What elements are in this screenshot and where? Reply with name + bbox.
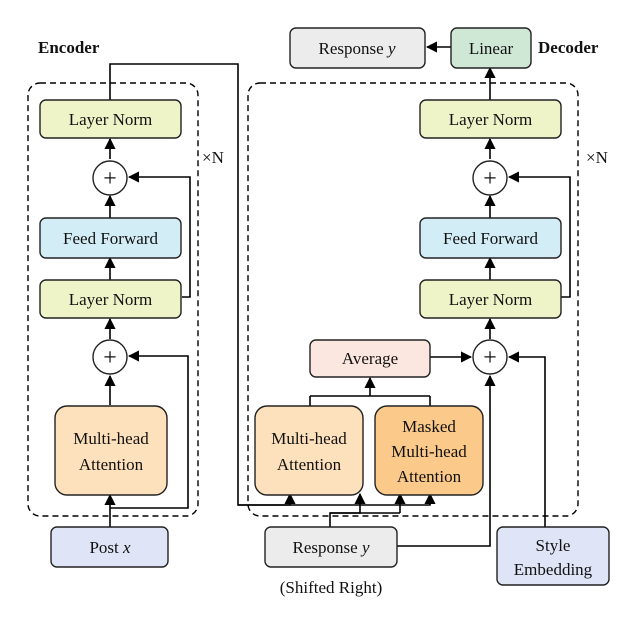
linear-layer [450, 27, 532, 69]
decoder-repeat-label: ×N [586, 148, 608, 167]
encoder-title: Encoder [38, 38, 100, 57]
style-embedding [496, 526, 610, 586]
average-block [309, 339, 431, 378]
response-input-label: Response y [293, 538, 370, 557]
encoder-feed-forward-label: Feed Forward [63, 229, 158, 248]
decoder-multi-head-attention [254, 405, 364, 496]
decoder-feed-forward-label: Feed Forward [443, 229, 538, 248]
encoder-multi-head-attention [54, 405, 168, 496]
decoder-masked-multi-head-attention [374, 405, 484, 496]
encoder-layer-norm-top [39, 99, 182, 139]
encoder-stack-border [27, 82, 199, 517]
decoder-layer-norm-top [419, 99, 562, 139]
post-input [50, 526, 169, 568]
decoder-layer-norm-bottom [419, 279, 562, 319]
encoder-layer-norm-bottom [39, 279, 182, 319]
decoder-add-bottom [472, 339, 508, 375]
encoder-wires [104, 63, 436, 527]
response-output-label: Response y [319, 39, 396, 58]
decoder-layer-norm-bottom-label: Layer Norm [449, 290, 533, 309]
encoder-feed-forward [39, 217, 182, 259]
response-output [289, 27, 426, 69]
decoder-add-top-symbol: + [483, 166, 497, 192]
decoder-feed-forward [419, 217, 562, 259]
masked-attention-label-line1: Masked [402, 417, 456, 436]
encoder-layer-norm-bottom-label: Layer Norm [69, 290, 153, 309]
decoder-add-bottom-symbol: + [483, 345, 497, 371]
encoder-repeat-label: ×N [202, 148, 224, 167]
decoder-attention-label-line1: Multi-head [271, 429, 347, 448]
decoder-wires [309, 41, 571, 547]
shifted-right-note: (Shifted Right) [280, 578, 382, 597]
decoder-layer-norm-top-label: Layer Norm [449, 110, 533, 129]
masked-attention-label-line3: Attention [397, 467, 462, 486]
post-input-label: Post x [89, 538, 131, 557]
average-block-label: Average [342, 349, 398, 368]
encoder-add-bottom-symbol: + [103, 345, 117, 371]
encoder-add-bottom [92, 339, 128, 375]
masked-attention-label-line2: Multi-head [391, 442, 467, 461]
encoder-add-top-symbol: + [103, 166, 117, 192]
decoder-title: Decoder [538, 38, 599, 57]
style-embedding-label-line2: Embedding [514, 560, 593, 579]
encoder-layer-norm-top-label: Layer Norm [69, 110, 153, 129]
decoder-attention-label-line2: Attention [277, 455, 342, 474]
encoder-add-top [92, 160, 128, 196]
decoder-add-top [472, 160, 508, 196]
style-embedding-label-line1: Style [536, 536, 571, 555]
linear-layer-label: Linear [469, 39, 514, 58]
encoder-attention-label-line2: Attention [79, 455, 144, 474]
response-input [264, 526, 398, 568]
encoder-attention-label-line1: Multi-head [73, 429, 149, 448]
decoder-stack-border [247, 82, 579, 517]
